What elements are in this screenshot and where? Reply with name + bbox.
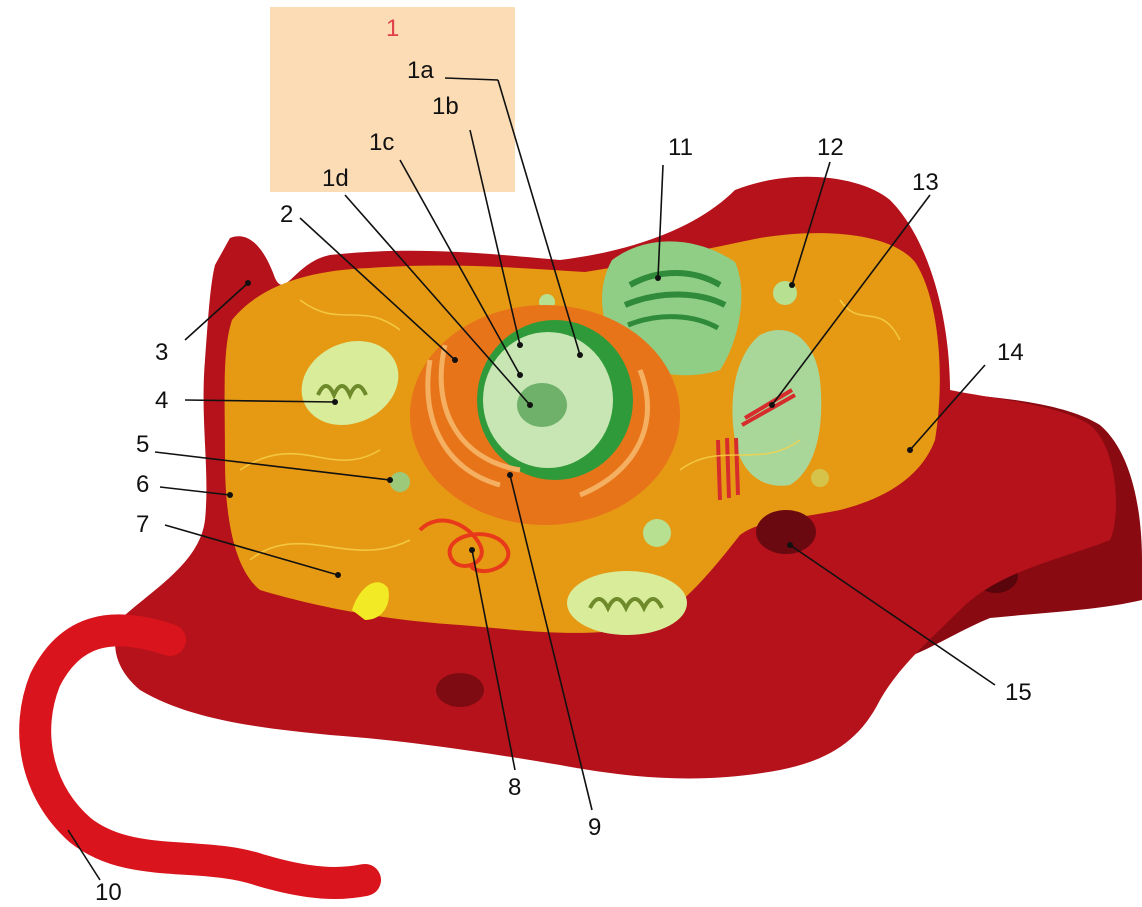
label-2: 2	[280, 201, 293, 228]
label-1d: 1d	[322, 165, 349, 192]
label-8: 8	[508, 774, 521, 801]
endocytosis-pit	[756, 510, 816, 554]
legend-title: 1	[386, 15, 399, 42]
vesicle	[811, 469, 829, 487]
vesicle	[390, 472, 410, 492]
mitochondrion	[567, 571, 687, 635]
label-1c: 1c	[369, 129, 394, 156]
label-7: 7	[136, 511, 149, 538]
label-9: 9	[588, 814, 601, 841]
label-13: 13	[912, 169, 939, 196]
label-10: 10	[95, 879, 122, 906]
label-1b: 1b	[432, 93, 459, 120]
label-14: 14	[997, 339, 1024, 366]
label-6: 6	[136, 471, 149, 498]
membrane-dimple	[436, 673, 484, 707]
label-5: 5	[136, 431, 149, 458]
label-12: 12	[817, 134, 844, 161]
label-3: 3	[155, 339, 168, 366]
label-15: 15	[1005, 679, 1032, 706]
label-1a: 1a	[407, 57, 434, 84]
vesicle	[643, 519, 671, 547]
label-4: 4	[155, 387, 168, 414]
centrosome-region	[732, 330, 821, 486]
label-11: 11	[668, 134, 693, 161]
